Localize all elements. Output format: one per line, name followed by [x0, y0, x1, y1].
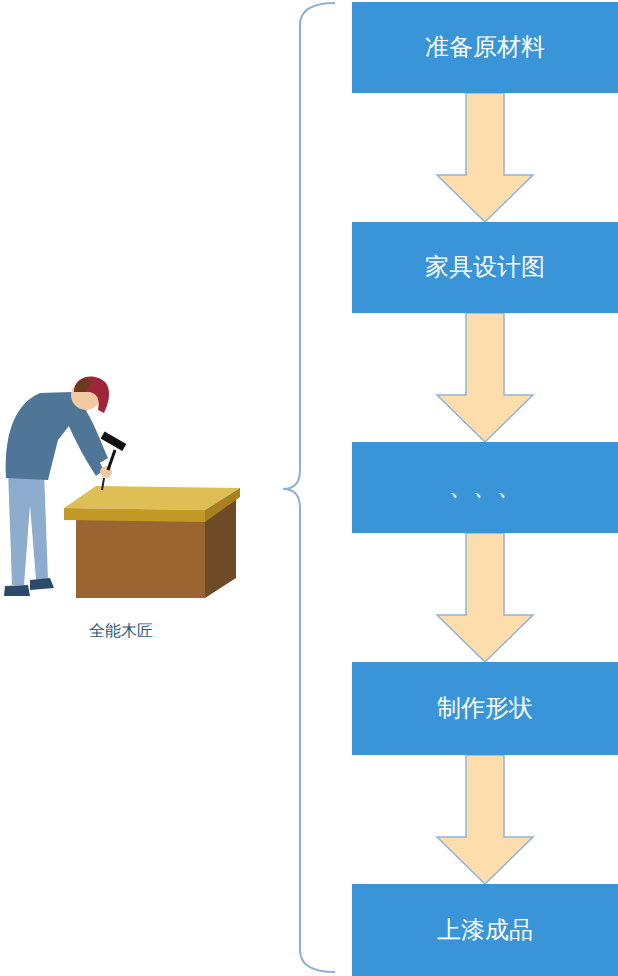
process-box: 、、、	[352, 442, 618, 533]
process-box: 制作形状	[352, 662, 618, 755]
box-text: 上漆成品	[437, 916, 533, 945]
process-box: 上漆成品	[352, 884, 618, 976]
process-box: 家具设计图	[352, 222, 618, 313]
box-text: 家具设计图	[425, 253, 545, 282]
block-arrow	[437, 755, 533, 884]
carpenter-figure	[4, 377, 126, 596]
block-arrow	[437, 533, 533, 662]
box-text: 、、、	[449, 473, 521, 502]
box-text: 制作形状	[437, 694, 533, 723]
block-arrow	[437, 313, 533, 442]
process-box: 准备原材料	[352, 2, 618, 93]
block-arrow	[437, 93, 533, 222]
desk	[64, 486, 240, 598]
figure-label: 全能木匠	[89, 621, 153, 640]
curly-brace	[283, 3, 335, 972]
box-text: 准备原材料	[425, 33, 545, 62]
